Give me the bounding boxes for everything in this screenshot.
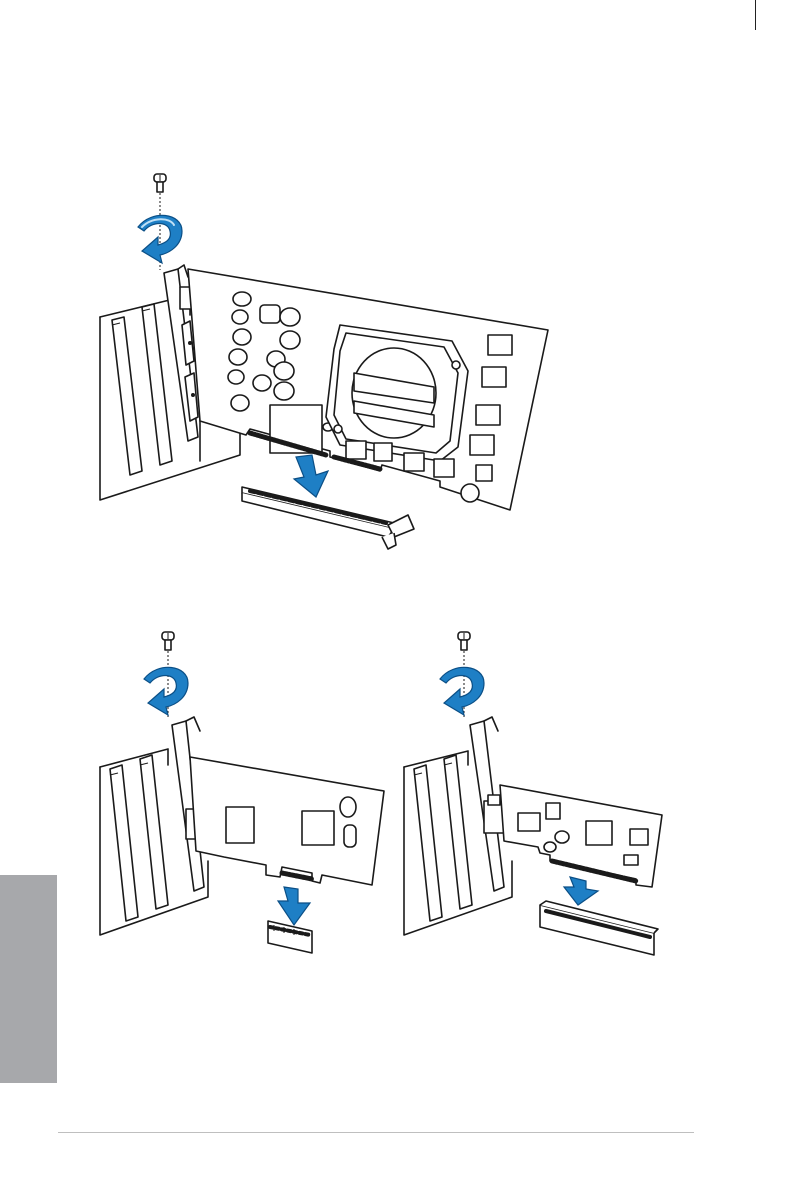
insert-arrow-icon	[294, 455, 328, 497]
pcie-x16-slot	[540, 901, 658, 955]
x16-card-figure	[400, 625, 700, 965]
pcie-x16-slot	[242, 487, 414, 549]
rotate-arrow-icon	[144, 667, 188, 715]
insert-arrow-icon	[278, 887, 310, 925]
x16-card	[500, 785, 662, 887]
graphics-card	[188, 269, 548, 510]
x1-card-figure	[98, 625, 398, 965]
pcie-x1-slot	[268, 921, 312, 953]
x1-card	[190, 757, 384, 885]
rotate-arrow-icon	[440, 667, 484, 715]
crop-mark	[755, 0, 756, 30]
graphics-card-figure	[90, 165, 570, 575]
footer-rule	[58, 1132, 694, 1133]
rotate-arrow-icon	[138, 215, 182, 263]
insert-arrow-icon	[564, 877, 598, 905]
chapter-side-tab	[0, 875, 57, 1083]
